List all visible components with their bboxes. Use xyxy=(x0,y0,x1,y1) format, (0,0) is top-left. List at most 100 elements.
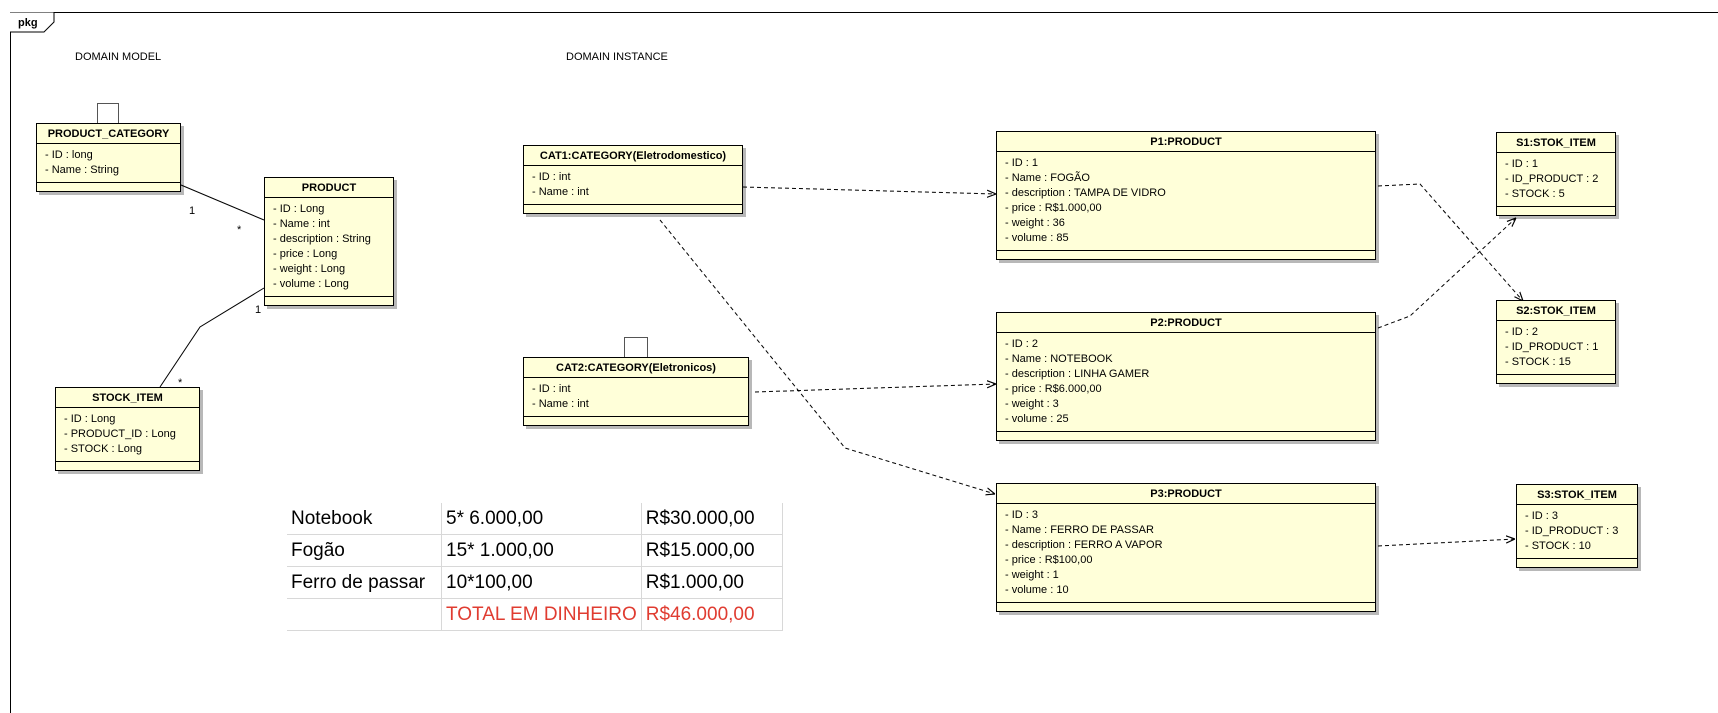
object-p3[interactable]: P3:PRODUCT - ID : 3 - Name : FERRO DE PA… xyxy=(996,483,1376,612)
class-product[interactable]: PRODUCT - ID : Long - Name : int - descr… xyxy=(264,177,394,306)
cost-table: Notebook 5* 6.000,00 R$30.000,00 Fogão 1… xyxy=(287,503,783,631)
object-attribute: - volume : 85 xyxy=(1005,232,1069,244)
object-attribute: - STOCK : 10 xyxy=(1525,540,1591,552)
object-attribute: - ID : 3 xyxy=(1525,510,1559,522)
class-attribute: - Name : String xyxy=(45,164,119,176)
object-operations xyxy=(1517,559,1637,567)
object-attribute: - weight : 3 xyxy=(1005,398,1059,410)
object-title: P1:PRODUCT xyxy=(997,132,1375,152)
object-attribute: - volume : 25 xyxy=(1005,413,1069,425)
object-attribute: - ID : 1 xyxy=(1005,157,1039,169)
package-frame xyxy=(10,12,1718,713)
object-attribute: - Name : FOGÃO xyxy=(1005,172,1090,184)
table-cell: Fogão xyxy=(287,534,442,567)
multiplicity-stock-end: * xyxy=(178,377,183,389)
object-title: CAT1:CATEGORY(Eletrodomestico) xyxy=(524,146,742,166)
association-product-stock xyxy=(159,287,265,388)
object-attribute: - STOCK : 15 xyxy=(1505,356,1571,368)
object-attribute: - description : FERRO A VAPOR xyxy=(1005,539,1163,551)
class-attribute: - description : String xyxy=(273,233,371,245)
multiplicity-category-end: 1 xyxy=(189,205,196,217)
object-title: S3:STOK_ITEM xyxy=(1517,485,1637,505)
class-attribute: - ID : Long xyxy=(64,413,116,425)
class-operations xyxy=(265,297,393,305)
table-cell: R$15.000,00 xyxy=(641,534,783,567)
object-attribute: - STOCK : 5 xyxy=(1505,188,1565,200)
connector-layer xyxy=(159,183,1718,547)
object-operations xyxy=(524,205,742,213)
package-tab xyxy=(10,12,55,33)
class-tab-icon xyxy=(624,337,648,358)
section-title-domain-model: DOMAIN MODEL xyxy=(75,51,162,63)
object-attribute: - ID_PRODUCT : 3 xyxy=(1525,525,1619,537)
table-row: Notebook 5* 6.000,00 R$30.000,00 xyxy=(287,503,783,535)
link-p1-s2 xyxy=(1377,183,1523,301)
object-title: P2:PRODUCT xyxy=(997,313,1375,333)
object-attribute: - price : R$6.000,00 xyxy=(1005,383,1102,395)
class-operations xyxy=(56,462,199,470)
object-attribute: - ID : 1 xyxy=(1505,158,1539,170)
object-attribute: - weight : 36 xyxy=(1005,217,1065,229)
package-label: pkg xyxy=(18,17,38,29)
total-row: TOTAL EM DINHEIRO R$46.000,00 xyxy=(287,598,783,631)
class-attribute: - price : Long xyxy=(273,248,338,260)
object-operations xyxy=(524,417,748,425)
section-title-domain-instance: DOMAIN INSTANCE xyxy=(566,51,668,63)
table-cell: Ferro de passar xyxy=(287,566,442,599)
class-product-category[interactable]: PRODUCT_CATEGORY - ID : long - Name : St… xyxy=(36,123,181,192)
class-stock-item[interactable]: STOCK_ITEM - ID : Long - PRODUCT_ID : Lo… xyxy=(55,387,200,471)
link-cat2-p2 xyxy=(754,384,996,393)
object-cat1[interactable]: CAT1:CATEGORY(Eletrodomestico) - ID : in… xyxy=(523,145,743,214)
object-title: S1:STOK_ITEM xyxy=(1497,133,1615,153)
table-row: Fogão 15* 1.000,00 R$15.000,00 xyxy=(287,534,783,567)
object-p1[interactable]: P1:PRODUCT - ID : 1 - Name : FOGÃO - des… xyxy=(996,131,1376,260)
class-title: STOCK_ITEM xyxy=(56,388,199,408)
class-attribute: - PRODUCT_ID : Long xyxy=(64,428,176,440)
object-cat2[interactable]: CAT2:CATEGORY(Eletronicos) - ID : int - … xyxy=(523,357,749,426)
class-title: PRODUCT xyxy=(265,178,393,198)
object-attribute: - ID : int xyxy=(532,383,571,395)
class-attribute: - ID : Long xyxy=(273,203,325,215)
object-attribute: - ID : 2 xyxy=(1005,338,1039,350)
object-attribute: - weight : 1 xyxy=(1005,569,1059,581)
object-s1[interactable]: S1:STOK_ITEM - ID : 1 - ID_PRODUCT : 2 -… xyxy=(1496,132,1616,216)
table-cell: 15* 1.000,00 xyxy=(441,534,642,567)
table-cell: R$1.000,00 xyxy=(641,566,783,599)
object-operations xyxy=(1497,207,1615,215)
object-attribute: - description : TAMPA DE VIDRO xyxy=(1005,187,1166,199)
total-label: TOTAL EM DINHEIRO xyxy=(441,598,642,631)
class-attribute: - volume : Long xyxy=(273,278,349,290)
object-attribute: - ID : int xyxy=(532,171,571,183)
object-attribute: - volume : 10 xyxy=(1005,584,1069,596)
link-cat1-p1 xyxy=(742,186,996,194)
link-p3-s3 xyxy=(1377,539,1515,547)
object-attribute: - Name : int xyxy=(532,398,589,410)
class-operations xyxy=(37,183,180,191)
table-row: Ferro de passar 10*100,00 R$1.000,00 xyxy=(287,566,783,599)
object-attribute: - ID : 3 xyxy=(1005,509,1039,521)
table-cell xyxy=(287,598,442,631)
object-title: P3:PRODUCT xyxy=(997,484,1375,504)
object-title: CAT2:CATEGORY(Eletronicos) xyxy=(524,358,748,378)
object-s3[interactable]: S3:STOK_ITEM - ID : 3 - ID_PRODUCT : 3 -… xyxy=(1516,484,1638,568)
object-p2[interactable]: P2:PRODUCT - ID : 2 - Name : NOTEBOOK - … xyxy=(996,312,1376,441)
multiplicity-product-stock-end: 1 xyxy=(255,304,262,316)
object-s2[interactable]: S2:STOK_ITEM - ID : 2 - ID_PRODUCT : 1 -… xyxy=(1496,300,1616,384)
table-cell: R$30.000,00 xyxy=(641,503,783,535)
object-operations xyxy=(997,432,1375,440)
object-attribute: - Name : NOTEBOOK xyxy=(1005,353,1113,365)
table-cell: Notebook xyxy=(287,503,442,535)
object-attribute: - price : R$1.000,00 xyxy=(1005,202,1102,214)
class-title: PRODUCT_CATEGORY xyxy=(37,124,180,144)
object-attribute: - Name : int xyxy=(532,186,589,198)
class-tab-icon xyxy=(97,103,119,124)
total-value: R$46.000,00 xyxy=(641,598,783,631)
association-category-product xyxy=(180,184,265,221)
table-cell: 10*100,00 xyxy=(441,566,642,599)
class-attribute: - STOCK : Long xyxy=(64,443,143,455)
object-attribute: - Name : FERRO DE PASSAR xyxy=(1005,524,1154,536)
class-attribute: - weight : Long xyxy=(273,263,346,275)
multiplicity-product-end: * xyxy=(237,224,242,236)
object-attribute: - price : R$100,00 xyxy=(1005,554,1093,566)
object-title: S2:STOK_ITEM xyxy=(1497,301,1615,321)
